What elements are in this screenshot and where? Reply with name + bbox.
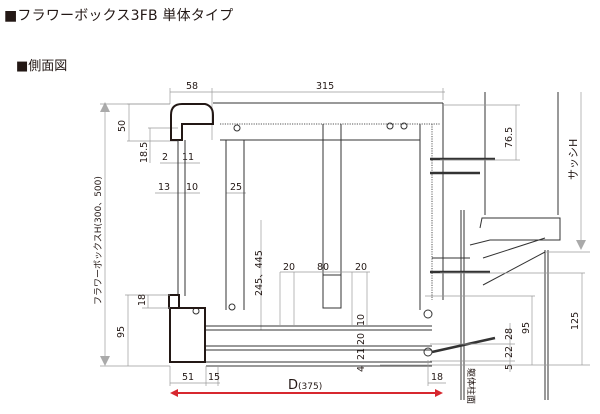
depth-dimension: D (375) xyxy=(170,378,443,397)
dim-80: 80 xyxy=(317,262,329,273)
sash-height-label: サッシH xyxy=(567,139,580,180)
window-sill xyxy=(469,217,561,246)
dim-28: 28 xyxy=(504,328,515,340)
wall-face-label: 躯体柱面 xyxy=(465,368,477,404)
dim-5: 5 xyxy=(504,364,515,370)
dim-95-left: 95 xyxy=(116,326,127,338)
dim-4-floor: 4 xyxy=(356,366,367,372)
base-bracket xyxy=(169,307,206,363)
dim-15: 15 xyxy=(208,372,220,383)
dim-50: 50 xyxy=(117,120,128,132)
dim-22: 22 xyxy=(504,346,515,358)
dim-58: 58 xyxy=(186,81,198,92)
dim-245-445: 245、445 xyxy=(254,250,265,296)
depth-label: D xyxy=(288,378,298,393)
dim-20-left: 20 xyxy=(283,262,295,273)
dim-18-wall: 18 xyxy=(431,372,443,383)
dim-10-floor: 10 xyxy=(356,314,367,326)
dim-125: 125 xyxy=(570,312,581,330)
dim-21-floor: 21 xyxy=(356,348,367,360)
floor-slats xyxy=(206,325,432,367)
dim-2: 2 xyxy=(162,152,168,163)
screws xyxy=(192,122,496,357)
dim-10: 10 xyxy=(186,182,198,193)
dim-25: 25 xyxy=(230,182,242,193)
dim-20-floor: 20 xyxy=(356,333,367,345)
dim-76-5: 76.5 xyxy=(504,127,515,148)
dim-315: 315 xyxy=(316,81,334,92)
flowerbox-height-label: フラワーボックスH(300、500) xyxy=(93,176,104,305)
top-rim xyxy=(170,103,214,141)
dim-18-left: 18 xyxy=(137,294,148,306)
dim-18-5: 18.5 xyxy=(139,142,150,163)
dim-13: 13 xyxy=(158,182,170,193)
flowerbox-height-dimension: フラワーボックスH(300、500) xyxy=(93,102,170,367)
dim-11: 11 xyxy=(182,152,194,163)
page-title: ■フラワーボックス3FB 単体タイプ xyxy=(4,8,234,24)
section-title: ■側面図 xyxy=(16,59,68,74)
depth-value: (375) xyxy=(298,382,322,392)
dim-51: 51 xyxy=(182,372,194,383)
dim-20-right: 20 xyxy=(355,262,367,273)
dim-95-right: 95 xyxy=(521,322,532,334)
